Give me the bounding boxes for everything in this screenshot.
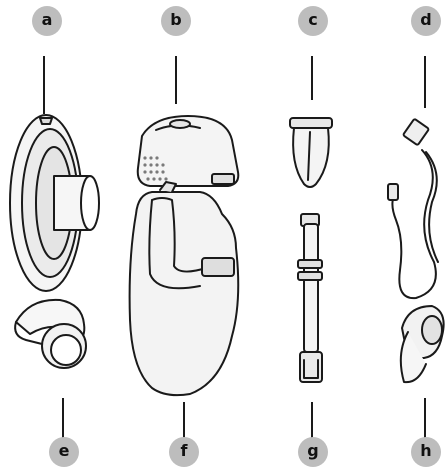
strap-icon <box>298 214 322 382</box>
connector-icon <box>401 306 444 382</box>
milk-collector-cup-icon <box>130 182 239 395</box>
valve-icon <box>290 118 332 187</box>
nipple-insert-icon <box>15 300 86 368</box>
flange-shield-icon <box>10 115 99 291</box>
usb-cable-icon <box>388 119 438 298</box>
pump-motor-icon <box>138 116 239 186</box>
